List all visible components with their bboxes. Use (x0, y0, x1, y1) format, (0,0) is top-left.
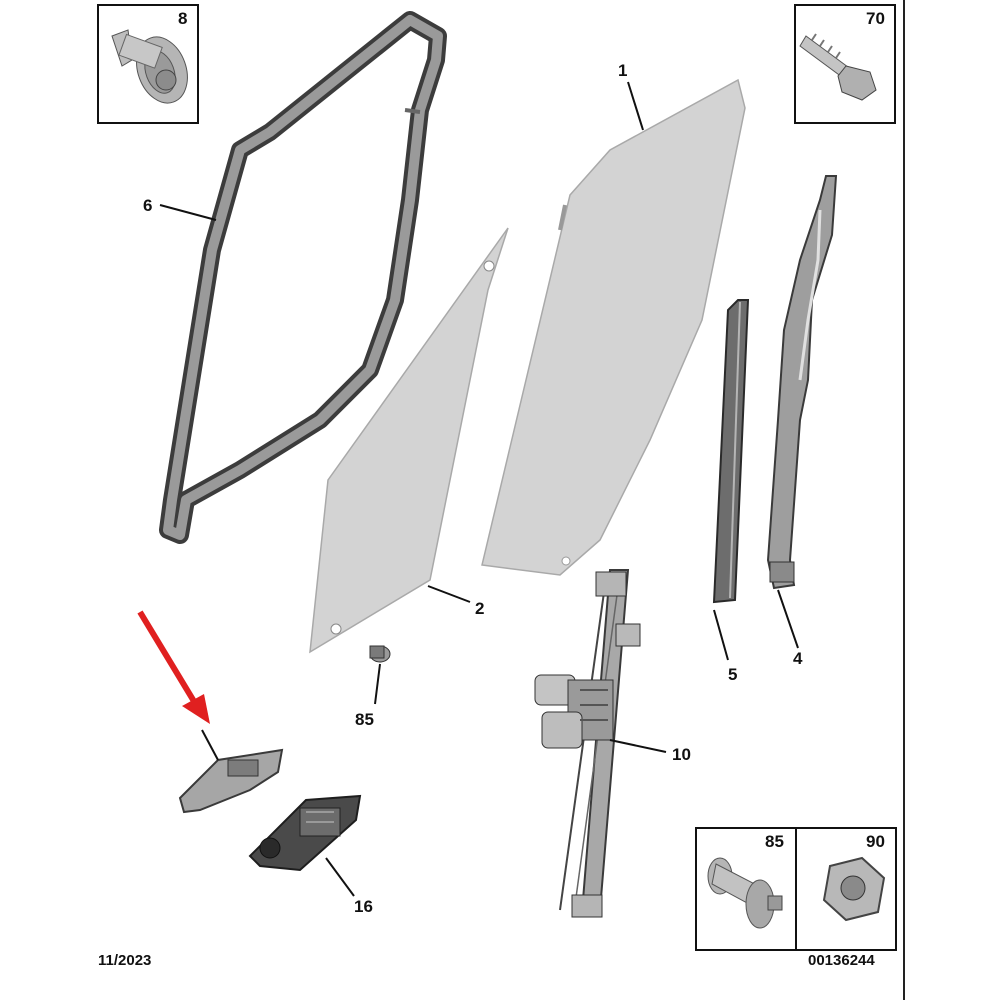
callout-16: 16 (354, 897, 373, 916)
callout-5: 5 (728, 665, 738, 684)
part-2-quarter-glass (309, 227, 509, 654)
callout-85: 85 (355, 710, 374, 729)
callout-4: 4 (793, 649, 803, 668)
part-1-main-glass (481, 78, 746, 576)
callout-2: 2 (475, 599, 485, 618)
part-6-door-seal (159, 11, 447, 544)
footer-date: 11/2023 (98, 952, 152, 969)
clip-fastener-icon (707, 857, 783, 929)
inset-box-85 (695, 827, 797, 951)
footer-ref: 00136244 (808, 952, 875, 969)
callout-10: 10 (672, 745, 691, 764)
leader-lines (159, 81, 799, 897)
part-16-window-switch (248, 794, 362, 872)
callout-1: 1 (618, 61, 628, 80)
inset-label-70: 70 (866, 9, 885, 28)
inset-label-90: 90 (866, 832, 885, 851)
part-5-glass-channel (712, 299, 750, 604)
inset-box-70 (794, 4, 896, 124)
highlight-arrow (137, 610, 210, 724)
inset-box-8 (97, 4, 199, 124)
part-85-screw (369, 645, 391, 663)
switch-cover (178, 748, 284, 814)
push-clip-icon (111, 29, 188, 104)
inset-label-8: 8 (178, 9, 188, 28)
inset-box-90 (795, 827, 897, 951)
callout-6: 6 (143, 196, 153, 215)
inset-label-85: 85 (765, 832, 784, 851)
part-10-window-regulator (534, 569, 641, 918)
bolt-icon (799, 33, 877, 101)
regulator-motor-icon (534, 674, 614, 749)
part-4-guide-rail (766, 175, 838, 590)
hex-nut-icon (822, 856, 886, 922)
